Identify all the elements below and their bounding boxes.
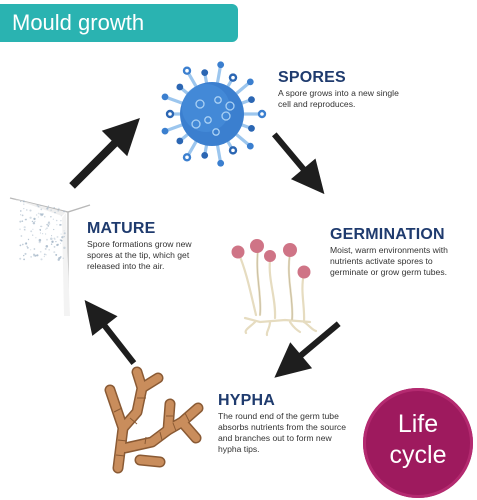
stage-desc-hypha: The round end of the germ tube absorbs n…	[218, 411, 346, 455]
desc-line: Spore formations grow new	[87, 239, 192, 249]
badge-line-2: cycle	[389, 441, 447, 469]
stage-desc-mature: Spore formations grow new spores at the …	[87, 239, 192, 272]
desc-line: nutrients activate spores to	[330, 256, 433, 266]
germination-icon	[231, 239, 318, 337]
desc-line: germinate or grow germ tubes.	[330, 267, 448, 277]
stage-title-spores: SPORES	[278, 69, 346, 86]
hypha-icon	[104, 366, 204, 474]
stage-desc-spores: A spore grows into a new single cell and…	[278, 88, 399, 110]
stage-desc-germination: Moist, warm environments with nutrients …	[330, 245, 448, 278]
desc-line: absorbs nutrients from the source	[218, 422, 347, 432]
cycle-arrows	[69, 118, 341, 378]
spore-icon	[161, 61, 267, 167]
title-banner: Mould growth	[0, 4, 238, 42]
arrow-to-spores	[69, 118, 140, 189]
arrow-to-mature	[84, 300, 137, 365]
badge-line-1: Life	[397, 410, 439, 438]
desc-line: The round end of the germ tube	[218, 411, 339, 421]
mature-corner-icon	[9, 197, 91, 316]
desc-line: spores at the tip, which get	[87, 250, 190, 260]
stage-title-germination: GERMINATION	[330, 226, 445, 243]
desc-line: released into the air.	[87, 261, 165, 271]
life-cycle-badge: Life cycle	[363, 388, 473, 498]
page-title: Mould growth	[12, 10, 145, 35]
arrow-to-germination	[271, 132, 325, 195]
stage-title-hypha: HYPHA	[218, 392, 276, 409]
desc-line: hypha tips.	[218, 444, 260, 454]
arrow-to-hypha	[274, 321, 341, 378]
desc-line: cell and reproduces.	[278, 99, 356, 109]
stage-title-mature: MATURE	[87, 220, 156, 237]
desc-line: Moist, warm environments with	[330, 245, 448, 255]
desc-line: A spore grows into a new single	[278, 88, 399, 98]
desc-line: and branches out to form new	[218, 433, 332, 443]
